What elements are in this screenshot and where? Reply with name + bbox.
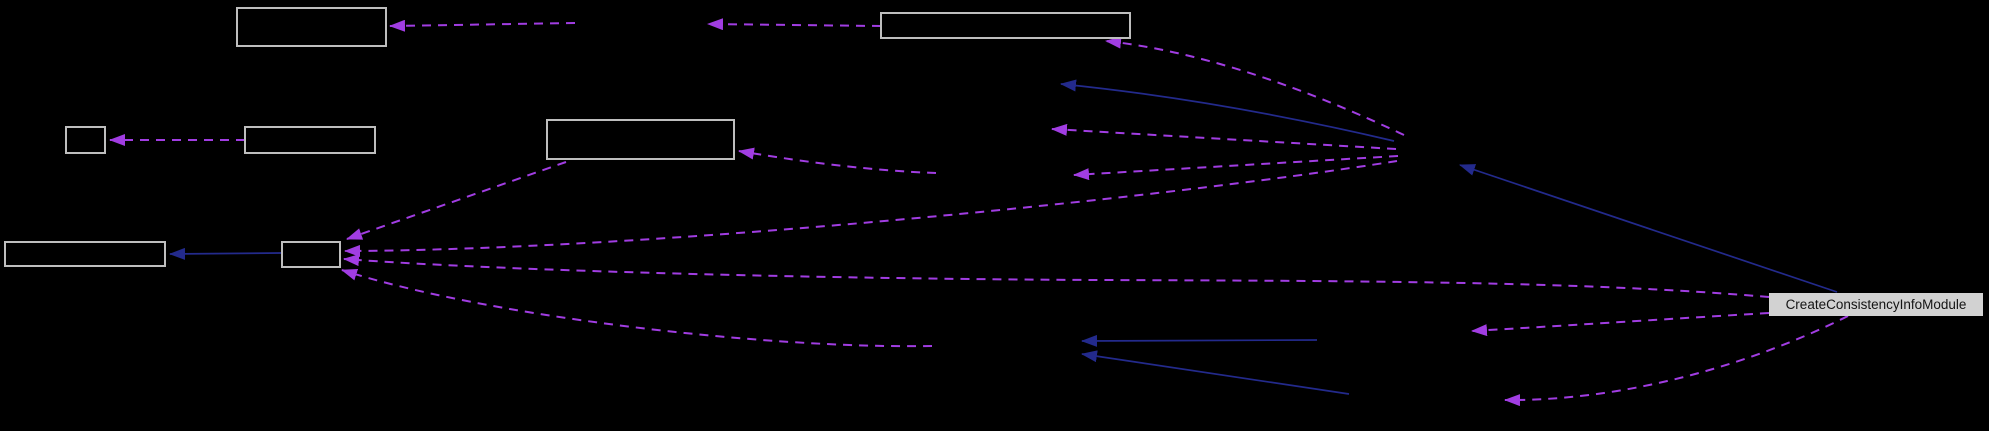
node-5[interactable] — [546, 119, 735, 160]
edge-hub-mid-2 — [1073, 155, 1399, 181]
node-create-consistency-info-module[interactable]: CreateConsistencyInfoModule — [1769, 293, 1983, 316]
edge-label-left-lower — [1471, 312, 1770, 337]
edge-hub-upper-blue — [1060, 79, 1395, 142]
edge-hub-to-node-2 — [1105, 36, 1405, 136]
edge-bottom-blue-1 — [1081, 334, 1318, 347]
edge-label-to-node-7 — [343, 254, 1770, 298]
node-1[interactable] — [236, 7, 387, 47]
node-6[interactable] — [4, 241, 166, 267]
edge-node-7-to-node-6 — [169, 247, 282, 260]
label-node-box[interactable] — [1769, 293, 1983, 316]
edge-low-to-node-7 — [341, 268, 933, 348]
graph-nodes — [4, 7, 1131, 268]
edge-into-node-1 — [389, 19, 576, 32]
edge-label-bottom-curve — [1504, 315, 1849, 407]
edge-hub-to-node-7 — [344, 160, 1398, 257]
edge-node-5-to-node-7 — [346, 161, 567, 240]
node-4[interactable] — [244, 126, 376, 154]
edge-label-to-hub-blue — [1459, 164, 1838, 293]
node-3[interactable] — [65, 126, 106, 154]
node-7[interactable] — [281, 241, 341, 268]
edge-hub-mid-1 — [1051, 123, 1397, 150]
graph-edges — [109, 18, 1849, 407]
edge-into-node-5 — [738, 147, 937, 174]
edge-from-node-2-left — [707, 18, 882, 31]
node-2[interactable] — [880, 12, 1131, 39]
edge-bottom-blue-2 — [1081, 350, 1350, 395]
label-node-text: CreateConsistencyInfoModule — [1786, 297, 1967, 312]
